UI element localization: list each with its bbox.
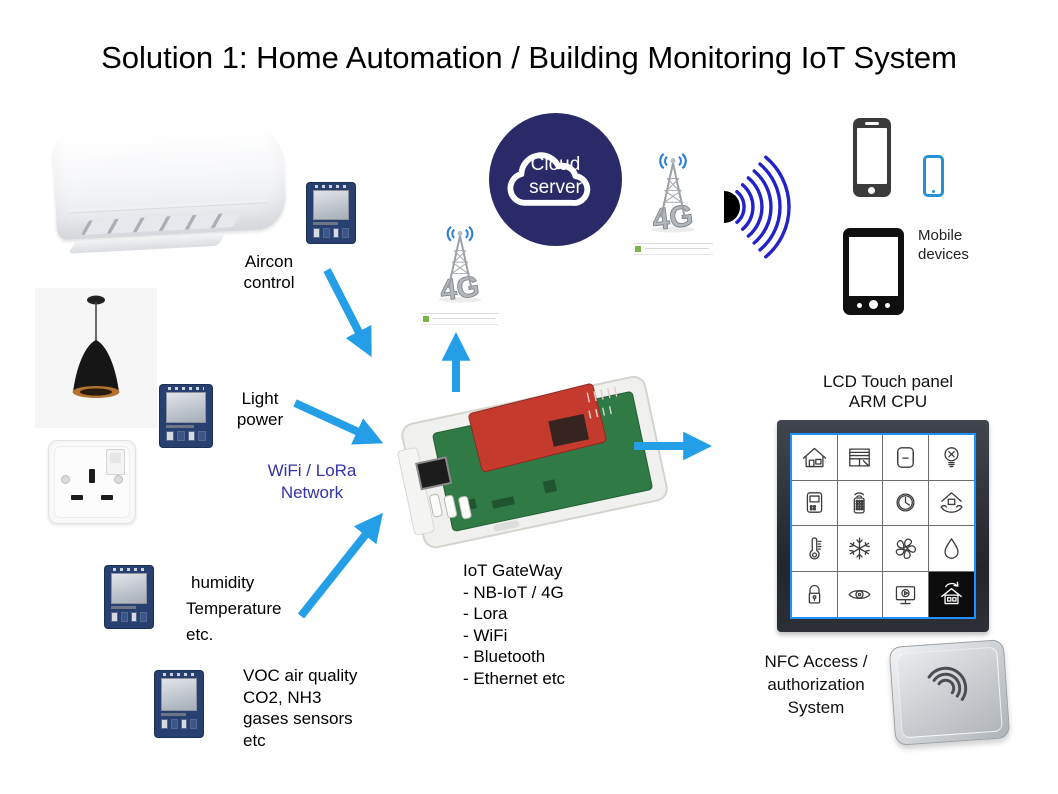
socket-switch [106,449,125,475]
lcd-tile-thermostat-icon [792,480,838,526]
nfc-waves-icon [927,666,968,701]
iot-gateway-label: IoT GateWay - NB-IoT / 4G - Lora - WiFi … [463,560,565,689]
gateway-feature: - WiFi [463,625,508,645]
nfc-access-label: NFC Access / authorization System [764,652,868,717]
lcd-tile-home-active-icon [928,571,974,617]
lcd-tile-fan-icon [883,526,929,572]
wifi-lora-network-label: WiFi / LoRa Network [267,461,357,502]
gateway-feature: - Bluetooth [463,647,546,666]
aircon-control-label: Aircon control [243,252,295,292]
broadcast-signal-icon [722,145,822,270]
lcd-tile-remote-icon [837,480,883,526]
4g-tower-right-image: 4G [633,152,713,255]
lcd-tile-appliance-icon [883,435,929,481]
voc-air-quality-label: VOC air quality CO2, NH3 gases sensors e… [243,666,358,750]
stock-watermark [421,313,499,325]
humidity-temperature-label: humidity Temperature etc. [186,573,282,644]
power-socket-image [48,440,136,524]
lcd-tile-media-player-icon [883,571,929,617]
nfc-reader-image [888,639,1011,746]
lcd-tile-eye-icon [838,571,883,617]
lcd-icon-grid [792,435,974,617]
humidity-sensor-module-image [105,566,153,628]
cloud-server-icon: Cloud server [489,113,622,246]
lcd-tile-water-drop-icon [928,526,974,572]
4g-text: 4G [650,198,695,237]
tablet-icon [843,228,904,315]
lcd-tile-home-care-icon [928,481,974,526]
lcd-touch-panel [777,420,989,632]
arrow-light-to-gateway [293,399,384,445]
light-power-label: Light power [236,389,284,429]
smartphone-dark-icon [853,118,891,197]
lcd-tile-thermometer-icon [792,526,838,572]
page-title: Solution 1: Home Automation / Building M… [101,40,957,75]
lcd-tile-bulb-icon [928,435,974,481]
lcd-tile-home-icon [792,435,838,481]
lcd-panel-label: LCD Touch panel ARM CPU [822,372,954,411]
lcd-tile-clock-icon [883,480,929,526]
smartphone-blue-icon [923,155,944,197]
lcd-tile-snowflake-icon [837,526,883,572]
light-sensor-module-image [160,385,212,447]
cloud-server-label: Cloud server [529,154,582,198]
arrow-aircon-to-gateway [323,268,372,358]
voc-sensor-module-image [155,671,203,737]
mobile-devices-label: Mobile devices [918,227,969,263]
gateway-feature: - NB-IoT / 4G [463,582,564,602]
air-conditioner-image [51,124,298,258]
4g-tower-left-image: 4G [421,225,499,325]
lcd-screen [790,433,976,619]
lcd-tile-lock-icon [792,571,838,617]
pendant-lamp-image [35,288,157,428]
gateway-title: IoT GateWay [463,561,563,580]
lcd-tile-blinds-icon [837,435,883,481]
gateway-feature: - Ethernet etc [463,668,566,688]
aircon-sensor-module-image [307,183,355,243]
stock-watermark [633,243,713,255]
arrow-sensors-to-gateway [297,512,383,619]
iot-gateway-image [388,366,673,554]
gateway-feature: - Lora [463,604,508,623]
4g-text: 4G [438,270,481,308]
